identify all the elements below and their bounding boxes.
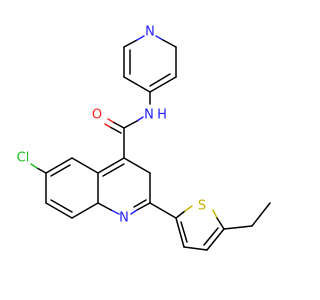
amide-group bbox=[104, 116, 144, 159]
thiophene-sulfur-label: S bbox=[198, 199, 206, 214]
amide-hydrogen-label: H bbox=[157, 108, 167, 123]
quinoline-nitrogen-label: N bbox=[119, 211, 129, 226]
amide-nitrogen-label: N bbox=[144, 108, 154, 123]
chlorine-label: Cl bbox=[17, 151, 30, 166]
chloro-substituent bbox=[30, 163, 47, 174]
molecule-structure: N O N H Cl N S bbox=[17, 25, 271, 251]
quinoline-ring bbox=[45, 157, 151, 219]
thiophene-ring bbox=[175, 205, 225, 251]
pyridine-ring bbox=[123, 35, 177, 93]
amide-oxygen-label: O bbox=[92, 108, 102, 123]
bond-quinoline-thiophene bbox=[149, 202, 177, 219]
pyridine-nitrogen-label: N bbox=[145, 25, 155, 40]
ethyl-group bbox=[223, 202, 271, 230]
